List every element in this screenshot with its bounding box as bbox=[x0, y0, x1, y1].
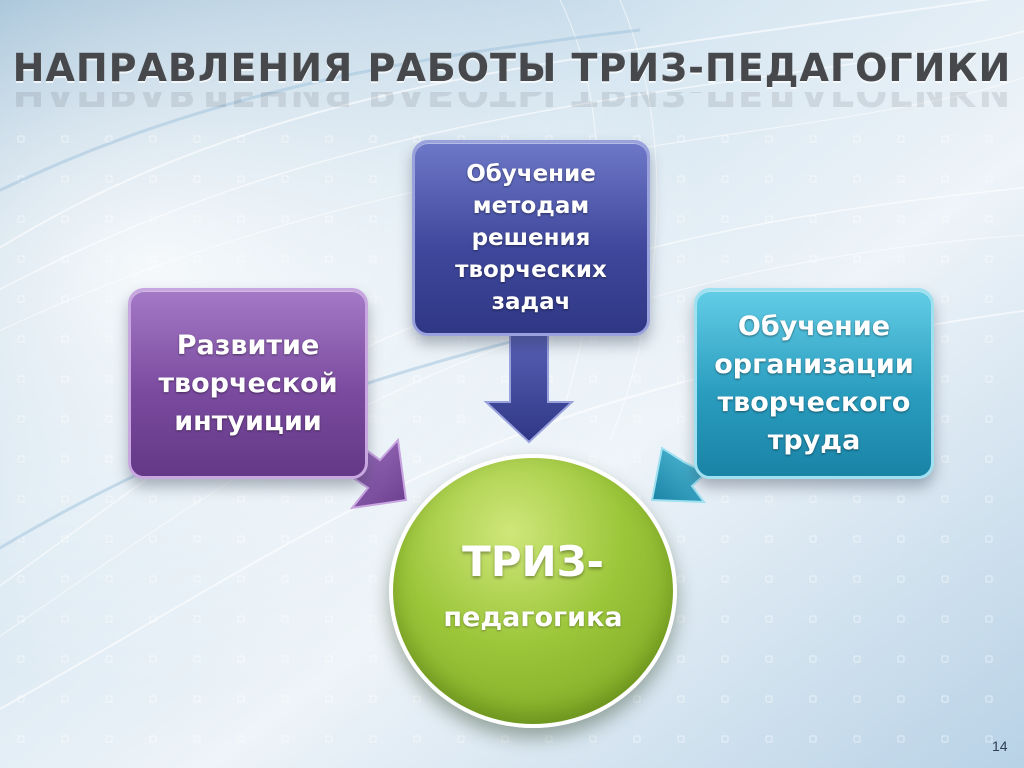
node-top-methods: Обучение методам решения творческих зада… bbox=[412, 140, 650, 336]
center-subtitle: педагогика bbox=[443, 602, 623, 633]
node-right-label: Обучение организации творческого труда bbox=[714, 310, 914, 456]
slide-title: НАПРАВЛЕНИЯ РАБОТЫ ТРИЗ-ПЕДАГОГИКИ bbox=[12, 46, 1012, 90]
center-title: ТРИЗ- bbox=[462, 537, 604, 586]
node-right-organization: Обучение организации творческого труда bbox=[694, 288, 934, 479]
center-node: ТРИЗ- педагогика bbox=[389, 454, 677, 728]
node-top-label: Обучение методам решения творческих зада… bbox=[455, 161, 607, 315]
node-left-intuition: Развитие творческой интуиции bbox=[128, 288, 368, 479]
page-number: 14 bbox=[992, 738, 1008, 754]
node-left-label: Развитие творческой интуиции bbox=[158, 329, 338, 437]
